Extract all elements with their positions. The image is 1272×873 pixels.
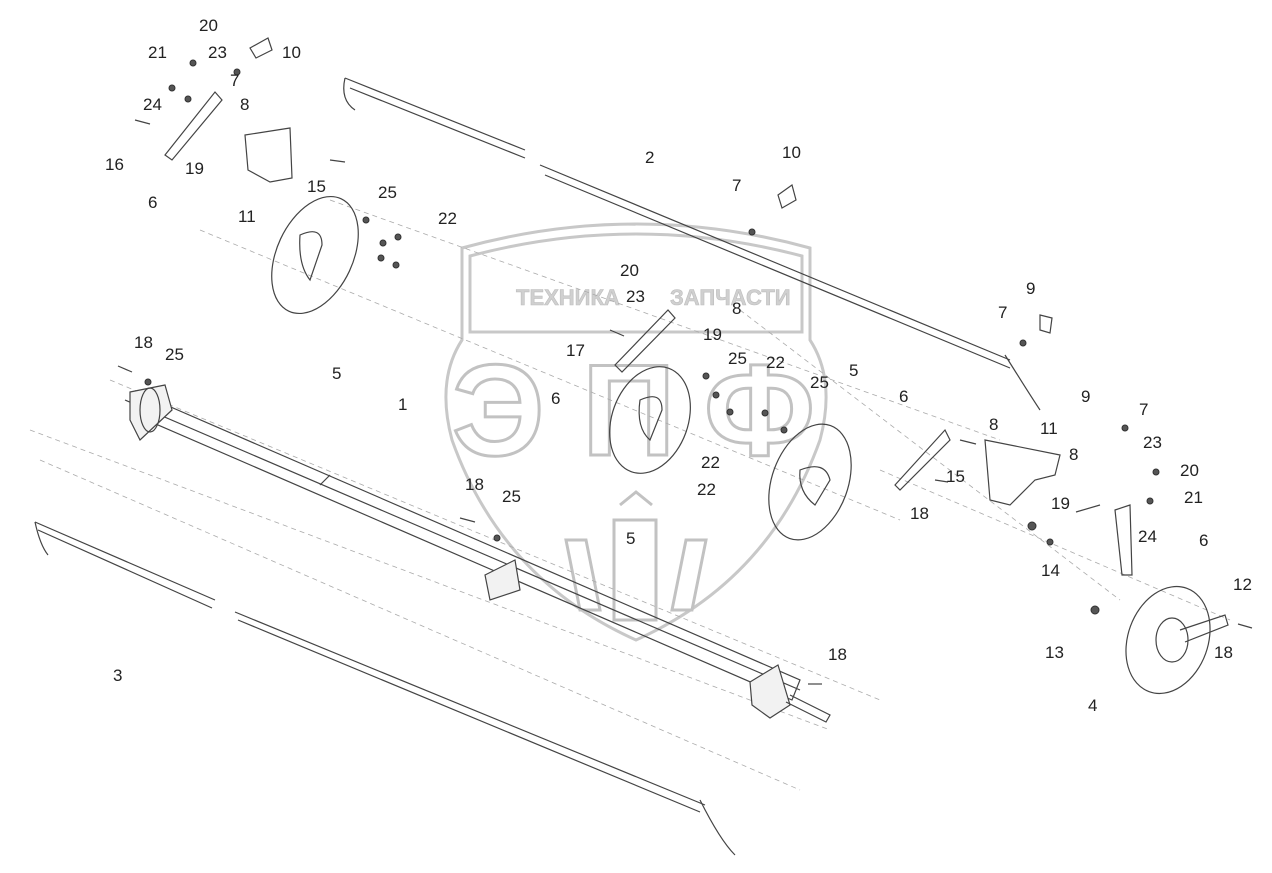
disc-part-5-center — [609, 366, 691, 474]
callout-label: 7 — [1139, 400, 1148, 419]
callout-label: 22 — [766, 353, 785, 372]
callout-label: 23 — [626, 287, 645, 306]
callout-label: 19 — [185, 159, 204, 178]
callout-label: 9 — [1026, 279, 1035, 298]
callout-label: 7 — [998, 303, 1007, 322]
callout-label: 20 — [620, 261, 639, 280]
callout-label: 14 — [1041, 561, 1060, 580]
watermark-logo-e: Э — [452, 337, 545, 483]
callout-label: 11 — [1040, 419, 1058, 438]
callout-label: 5 — [626, 529, 635, 548]
watermark-logo-f: Ф — [704, 337, 815, 483]
watermark-logo: ТЕХНИКА ЗАПЧАСТИ Э П Ф — [444, 222, 828, 642]
callout-label: 9 — [1081, 387, 1090, 406]
plate-part-11-right — [984, 439, 1061, 506]
callout-label: 21 — [1184, 488, 1203, 507]
watermark-text-2: ЗАПЧАСТИ — [670, 285, 791, 310]
callout-label: 10 — [282, 43, 301, 62]
callout-label: 8 — [1069, 445, 1078, 464]
callout-label: 8 — [989, 415, 998, 434]
callout-label: 10 — [782, 143, 801, 162]
callout-label: 2 — [645, 148, 654, 167]
callout-label: 18 — [465, 475, 484, 494]
arm-part-6-left — [164, 91, 223, 161]
callout-label: 23 — [1143, 433, 1162, 452]
bracket-part-17 — [614, 309, 676, 373]
callout-label: 3 — [113, 666, 122, 685]
callout-label: 25 — [165, 345, 184, 364]
tine-bar-part-2 — [343, 77, 1041, 411]
callout-label: 17 — [566, 341, 585, 360]
callout-label: 6 — [148, 193, 157, 212]
disc-part-5-left — [271, 195, 359, 315]
callout-label: 25 — [728, 349, 747, 368]
callout-label: 16 — [105, 155, 124, 174]
callout-label: 18 — [828, 645, 847, 664]
disc-part-5-right — [768, 423, 852, 541]
callout-label: 25 — [378, 183, 397, 202]
callout-label: 1 — [398, 395, 407, 414]
callout-label: 22 — [438, 209, 457, 228]
callout-label: 22 — [697, 480, 716, 499]
callout-label: 18 — [134, 333, 153, 352]
watermark-text: ТЕХНИКА — [516, 285, 620, 310]
callout-label: 23 — [208, 43, 227, 62]
callout-label: 5 — [332, 364, 341, 383]
callout-label: 4 — [1088, 696, 1097, 715]
main-tube-part-1 — [124, 384, 831, 723]
callout-label: 15 — [307, 177, 326, 196]
fasteners — [117, 37, 1253, 685]
callout-label: 11 — [238, 207, 256, 226]
disc-part-4 — [1125, 585, 1229, 695]
callout-label: 5 — [849, 361, 858, 380]
callout-label: 8 — [240, 95, 249, 114]
plate-part-11-left — [244, 127, 293, 183]
callout-label: 12 — [1233, 575, 1252, 594]
callout-label: 19 — [703, 325, 722, 344]
tine-bar-part-3 — [34, 521, 736, 856]
callout-label: 20 — [199, 16, 218, 35]
construction-lines — [29, 199, 1231, 791]
callout-label: 13 — [1045, 643, 1064, 662]
callout-label: 7 — [230, 71, 239, 90]
callout-label: 6 — [899, 387, 908, 406]
callout-label: 22 — [701, 453, 720, 472]
callout-label: 15 — [946, 467, 965, 486]
callout-label: 7 — [732, 176, 741, 195]
callout-label: 6 — [1199, 531, 1208, 550]
callout-label: 18 — [910, 504, 929, 523]
callout-label: 19 — [1051, 494, 1070, 513]
callout-label: 24 — [143, 95, 162, 114]
callout-label: 21 — [148, 43, 167, 62]
callout-label: 20 — [1180, 461, 1199, 480]
callout-label: 24 — [1138, 527, 1157, 546]
callout-label: 25 — [502, 487, 521, 506]
callout-label: 8 — [732, 299, 741, 318]
arm-part-6-right — [894, 428, 1133, 576]
callout-label: 6 — [551, 389, 560, 408]
watermark-logo-p: П — [582, 337, 675, 483]
callout-label: 18 — [1214, 643, 1233, 662]
callout-label: 25 — [810, 373, 829, 392]
